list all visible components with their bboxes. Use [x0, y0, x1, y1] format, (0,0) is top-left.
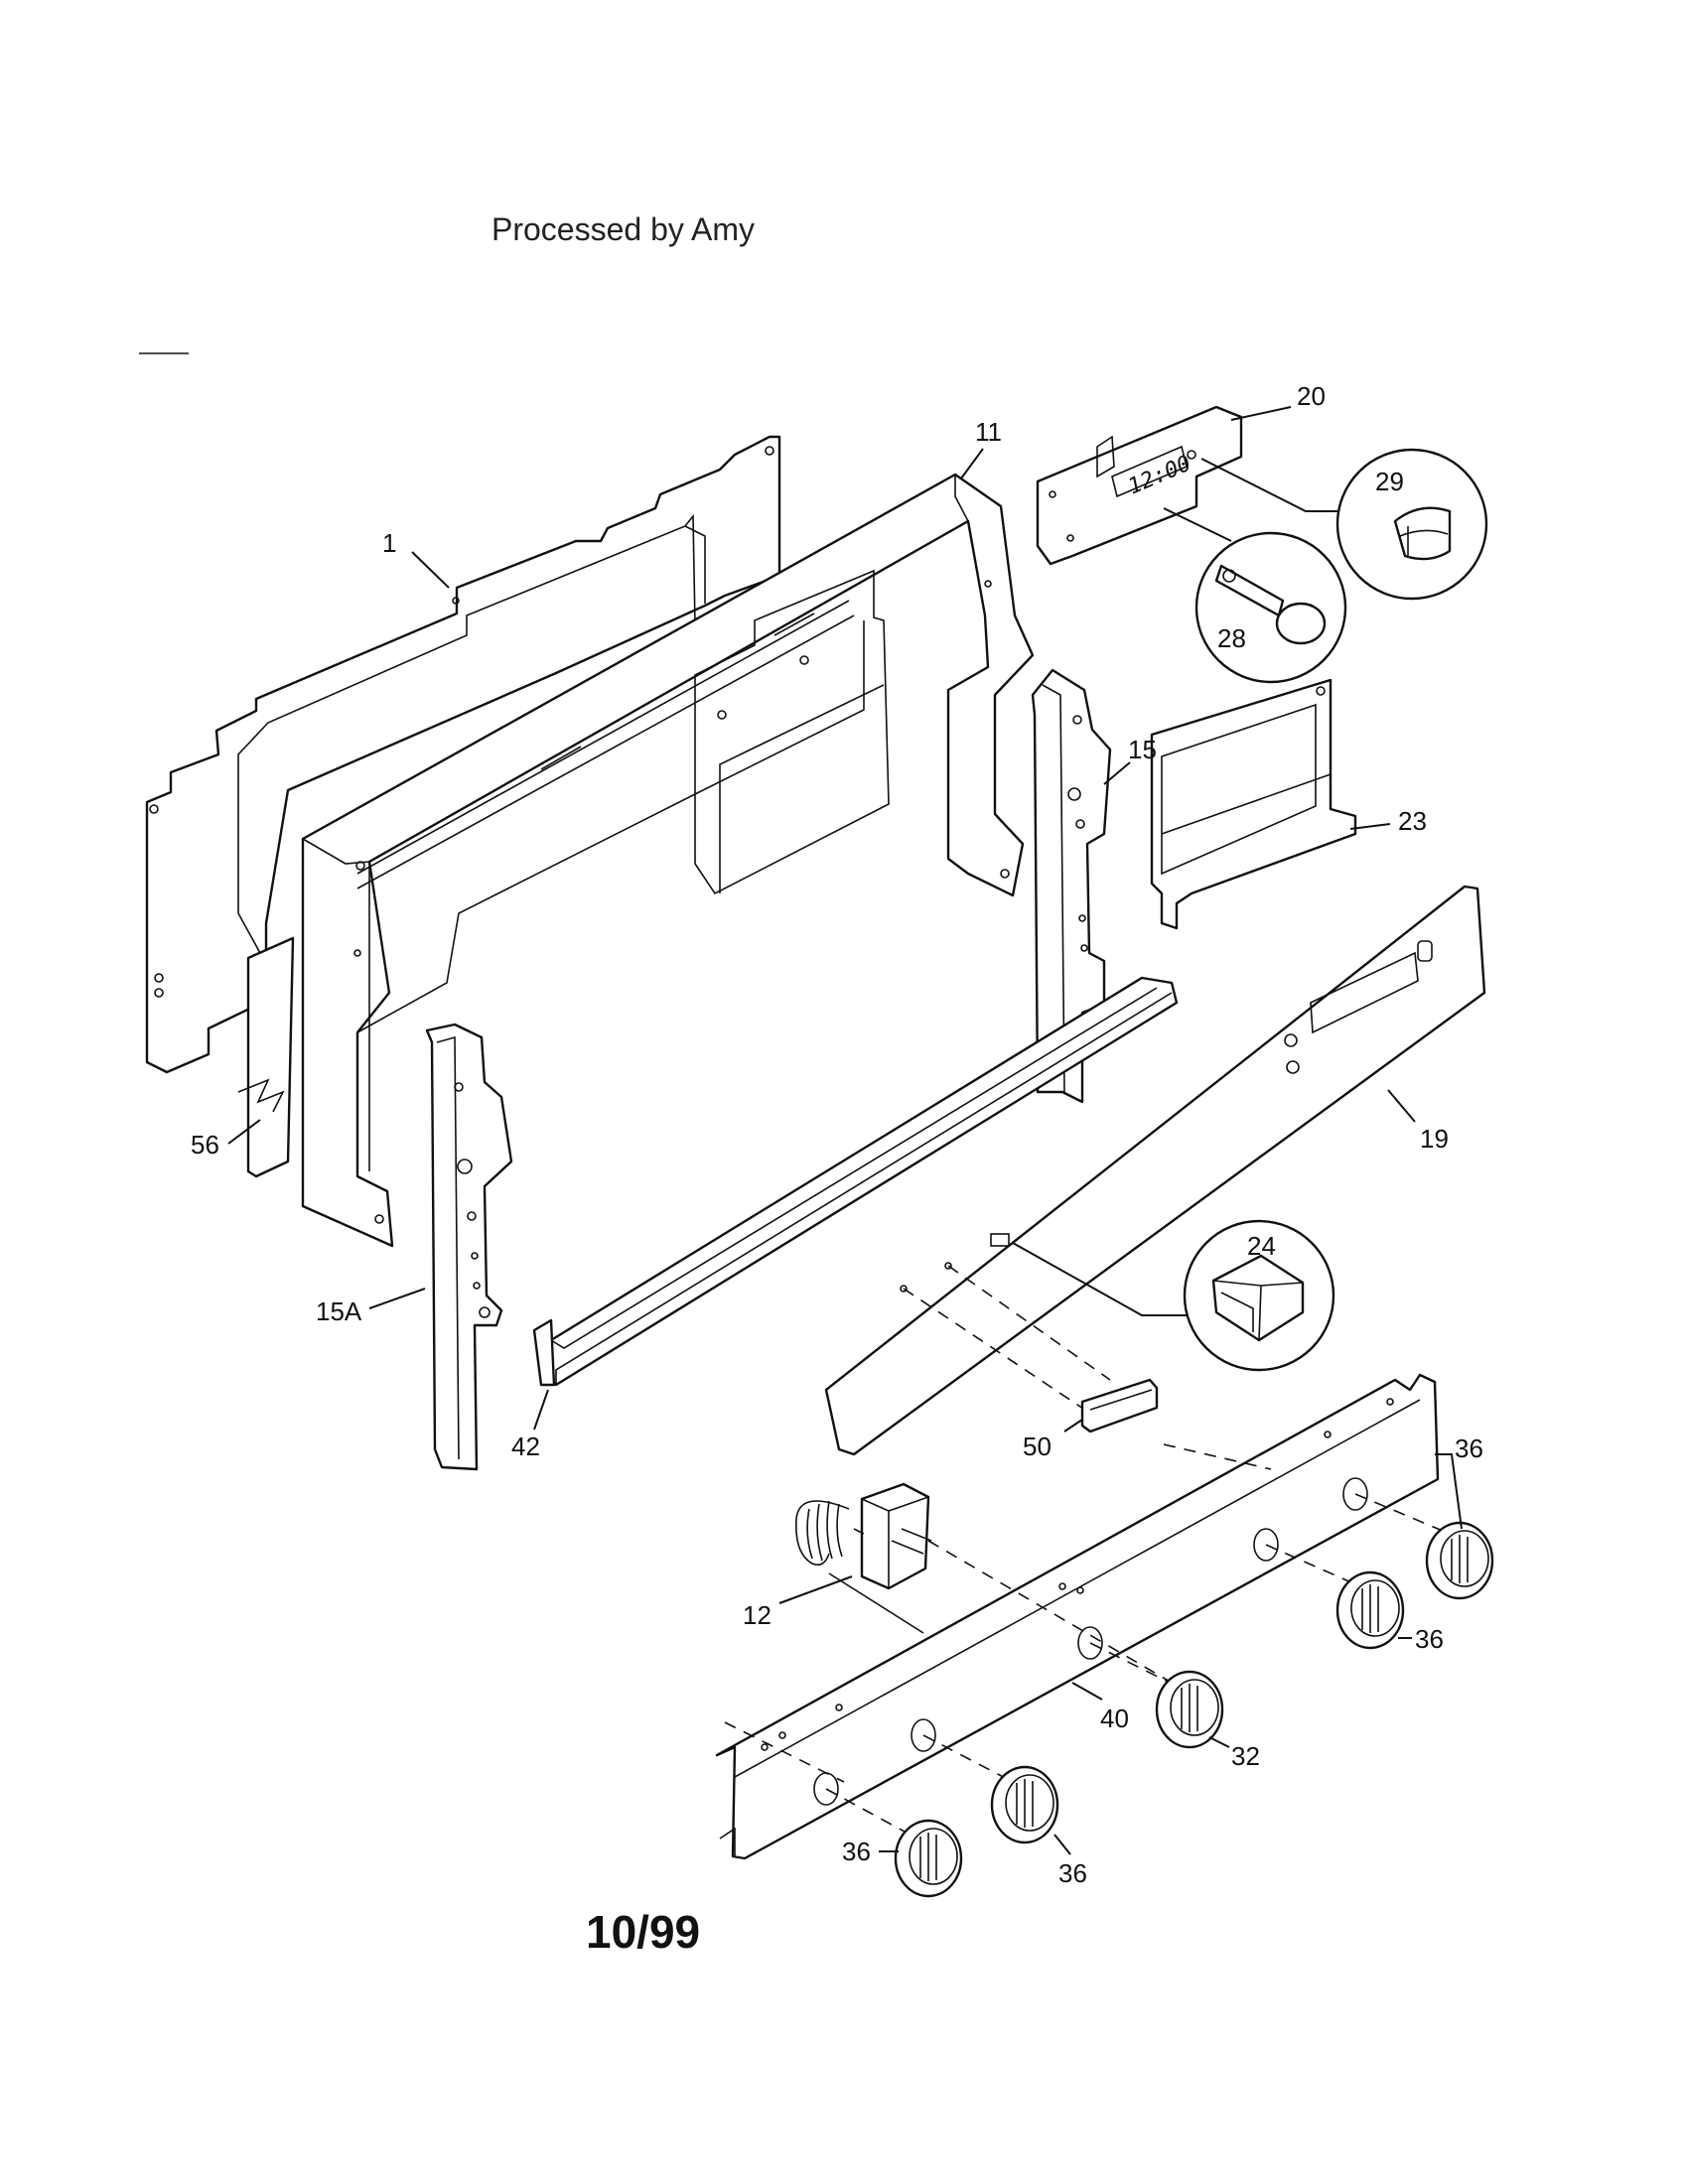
hole-icon — [471, 1252, 479, 1260]
callout-19: 19 — [1420, 1124, 1449, 1154]
part-42-trim-channel — [532, 976, 1179, 1387]
hole-icon — [454, 1082, 464, 1092]
hole-icon — [1286, 1060, 1300, 1074]
hole-icon — [479, 1306, 491, 1318]
callout-29: 29 — [1375, 467, 1404, 496]
knob-36-lower-center — [990, 1765, 1059, 1844]
callout-40: 40 — [1100, 1704, 1129, 1733]
hole-icon — [1284, 1033, 1298, 1047]
callout-56: 56 — [191, 1130, 219, 1160]
hole-icon — [1076, 1586, 1084, 1594]
hole-icon — [984, 580, 992, 588]
hole-icon — [717, 710, 727, 720]
hole-icon — [154, 973, 164, 983]
part-12-thermostat — [795, 1482, 932, 1634]
callout-32: 32 — [1231, 1741, 1260, 1771]
part-15A-left-bracket — [425, 1023, 513, 1471]
callout-28: 28 — [1217, 623, 1246, 653]
callout-36-mid-right: 36 — [1415, 1624, 1444, 1654]
button-cap — [1275, 602, 1327, 645]
hole-icon — [1066, 534, 1074, 542]
callout-36-top-right: 36 — [1455, 1433, 1483, 1463]
hole-icon — [353, 949, 361, 957]
callout-12: 12 — [743, 1600, 772, 1630]
hole-icon — [765, 446, 774, 456]
date-code: 10/99 — [586, 1906, 700, 1958]
part-19-control-panel — [824, 885, 1486, 1456]
button-pin — [1222, 569, 1236, 583]
hole-icon — [900, 1285, 908, 1293]
knob-hole — [911, 1718, 936, 1752]
hole-icon — [1000, 869, 1010, 879]
knob-36-mid-right — [1335, 1570, 1405, 1650]
hole-icon — [761, 1743, 769, 1751]
hole-icon — [1058, 1582, 1066, 1590]
callout-15A: 15A — [316, 1297, 362, 1326]
hole-icon — [452, 597, 460, 605]
hole-icon — [799, 655, 809, 665]
hole-icon — [467, 1211, 477, 1221]
switch-cutout — [990, 1233, 1010, 1247]
part-29-clock-knob — [1335, 448, 1488, 601]
processed-by-header: Processed by Amy — [491, 211, 755, 247]
hole-icon — [1072, 715, 1082, 725]
hole-icon — [473, 1282, 481, 1290]
hole-icon — [778, 1731, 786, 1739]
knob-32-center — [1155, 1670, 1224, 1749]
part-50-trim-piece — [1080, 1378, 1159, 1433]
hole-icon — [835, 1704, 843, 1711]
callout-42: 42 — [511, 1432, 540, 1461]
part-11-frame — [301, 473, 1035, 1248]
hole-icon — [457, 1159, 473, 1174]
callout-23: 23 — [1398, 806, 1427, 836]
callout-20: 20 — [1297, 381, 1326, 411]
hole-icon — [1075, 819, 1085, 829]
callout-50: 50 — [1023, 1432, 1052, 1461]
hole-icon — [944, 1262, 952, 1270]
hole-icon — [355, 861, 365, 871]
part-1-back-panel — [145, 435, 781, 1178]
part-15-right-bracket — [1031, 668, 1112, 1104]
part-23-display-frame — [1150, 678, 1357, 930]
hole-icon — [374, 1214, 384, 1224]
callout-36-lower-center: 36 — [1058, 1858, 1087, 1888]
knob-36-top-right — [1425, 1521, 1494, 1600]
hole-icon — [1080, 944, 1088, 952]
part-28-push-button — [1194, 531, 1347, 684]
part-40-backguard — [715, 1373, 1440, 1860]
part-24-rocker-switch — [1183, 1219, 1335, 1372]
callout-11: 11 — [975, 417, 1002, 447]
part-20-clock-module: 12:00 — [1036, 405, 1243, 566]
hole-icon — [154, 988, 164, 998]
hole-icon — [1324, 1431, 1332, 1438]
knob-hole — [1253, 1528, 1279, 1562]
hole-icon — [1316, 686, 1326, 696]
knob-36-lower-left — [894, 1819, 963, 1898]
knob-hole — [1077, 1626, 1103, 1660]
hole-icon — [1187, 450, 1196, 460]
callout-36-lower-left: 36 — [842, 1837, 871, 1866]
hole-icon — [1386, 1398, 1394, 1406]
callout-15: 15 — [1128, 735, 1157, 764]
callout-24: 24 — [1247, 1231, 1276, 1261]
hole-icon — [1049, 490, 1056, 498]
hole-icon — [149, 804, 159, 814]
hole-icon — [1078, 914, 1086, 922]
callout-1: 1 — [382, 528, 396, 558]
knob-hole — [1342, 1477, 1368, 1511]
panel-slot — [1417, 940, 1433, 962]
hole-icon — [1067, 787, 1081, 801]
